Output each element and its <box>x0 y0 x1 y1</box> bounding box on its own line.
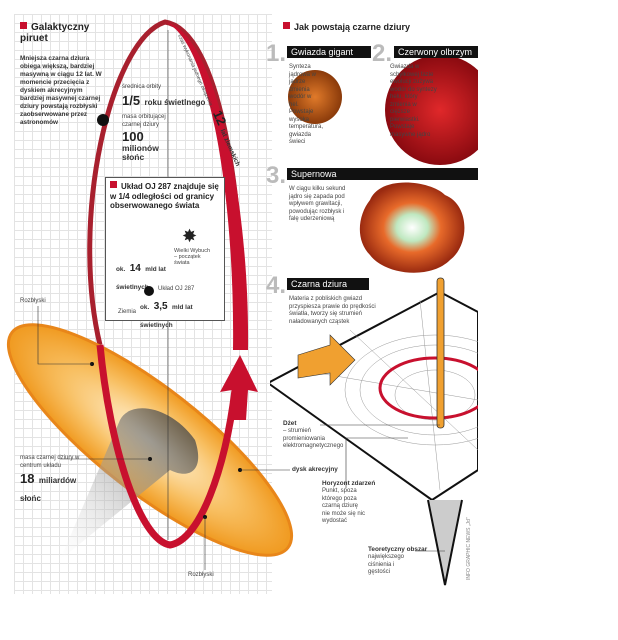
step-1-title: Gwiazda gigant <box>287 46 371 58</box>
credit: INFO GRAPHIC NEWS „Jd" <box>466 517 472 580</box>
dist2-prefix: ok. <box>140 304 150 311</box>
right-title-text: Jak powstają czarne dziury <box>294 22 411 32</box>
red-giant-star <box>385 55 478 165</box>
step-3-title: Supernowa <box>287 168 478 180</box>
orbit-ribbon <box>165 22 249 350</box>
step-2-number: 2. <box>372 40 393 67</box>
oj287-title-text: Układ OJ 287 znajduje się w 1/4 odległoś… <box>110 182 219 210</box>
step-3-text: W ciągu kilku sekund jądro się zapada po… <box>289 186 346 222</box>
orbit-diameter-unit: roku świetlnego <box>144 97 206 107</box>
dist1-value: 14 <box>129 263 141 274</box>
horizon-title: Horyzont zdarzeń <box>322 480 376 487</box>
matter-arrow <box>297 334 356 386</box>
accretion-disk-label: dysk akrecyjny <box>292 466 338 473</box>
orbiting-black-hole <box>97 114 109 126</box>
central-mass: masa czarnej dziury w centrum układu 18 … <box>20 455 90 506</box>
big-bang-icon: ✸ <box>182 226 198 246</box>
step-4-text: Materia z pobliskich gwiazd przyspiesza … <box>289 296 376 325</box>
orbit-arrow <box>220 355 258 420</box>
dist2-unit: mld lat świetlnych <box>140 304 193 329</box>
oj287-label: Układ OJ 287 <box>158 286 195 292</box>
oj287-dot <box>144 286 154 296</box>
giant-star <box>288 70 342 124</box>
left-title: Galaktyczny piruet <box>20 22 110 44</box>
right-title: Jak powstają czarne dziury <box>283 22 410 33</box>
dist2-value: 3,5 <box>153 301 168 312</box>
theory-text: największego ciśnienia i gęstości <box>368 554 405 575</box>
supernova <box>359 182 465 273</box>
orbiting-mass-label: masa orbitującej czarnej dziury <box>122 114 166 128</box>
spacetime-plane <box>270 290 478 502</box>
distance-14: ok. 14 mld lat świetlnych <box>116 258 176 294</box>
big-bang-label: Wielki Wybuch – początek świata <box>174 248 211 266</box>
earth-label: Ziemia <box>118 309 137 315</box>
step-3-number: 3. <box>266 162 287 189</box>
horizon-callout: Horyzont zdarzeń Punkt, spoza którego po… <box>322 480 382 526</box>
left-title-text: Galaktyczny piruet <box>20 22 90 44</box>
theory-callout: Teoretyczny obszar największego ciśnieni… <box>368 546 428 577</box>
central-mass-unit: miliardów słońc <box>20 476 77 503</box>
dist1-prefix: ok. <box>116 266 126 273</box>
jet-callout: Dżet – strumień promieniowania elektroma… <box>283 420 344 451</box>
orbit-bottom <box>96 344 239 549</box>
orbiting-mass-value: 100 <box>122 129 144 144</box>
step-4-title: Czarna dziura <box>287 278 369 290</box>
singularity-funnel <box>427 499 463 586</box>
flares-top-label: Rozbłyski <box>20 298 46 304</box>
jet <box>436 277 445 429</box>
jet-title: Dżet <box>283 420 297 427</box>
orbiting-mass-unit: milionów słońc <box>122 143 159 162</box>
step-1-text: Synteza jądrowa w jądrze zmienia wodór w… <box>289 64 324 145</box>
step-2-text: Gwiazda w schyłkowej fazie ewolucji zuży… <box>390 64 437 138</box>
orbiting-mass: masa orbitującej czarnej dziury 100 mili… <box>122 114 167 162</box>
horizon-text: Punkt, spoza którego poza czarną dziurę … <box>322 488 366 524</box>
distance-3-5: ok. 3,5 mld lat świetlnych <box>140 296 210 332</box>
event-horizon <box>378 356 478 420</box>
intro-text: Mniejsza czarna dziura obiega większą, b… <box>20 55 102 126</box>
central-mass-value: 18 <box>20 471 35 486</box>
jet-text: – strumień promieniowania elektromagnety… <box>283 428 344 449</box>
step-1-number: 1. <box>266 40 287 67</box>
flares-bottom-label: Rozbłyski <box>188 572 214 578</box>
step-2-title: Czerwony olbrzym <box>394 46 478 58</box>
step-4-number: 4. <box>266 272 287 299</box>
orbit-diameter-label: średnica orbity <box>122 84 162 90</box>
theory-title: Teoretyczny obszar <box>368 546 428 553</box>
orbit-diameter: średnica orbity 1/5 roku świetlnego <box>122 84 242 110</box>
dist1-unit: mld lat świetlnych <box>116 266 166 291</box>
oj287-title: Układ OJ 287 znajduje się w 1/4 odległoś… <box>106 178 224 214</box>
oj287-box: Układ OJ 287 znajduje się w 1/4 odległoś… <box>105 177 225 329</box>
central-mass-label: masa czarnej dziury w centrum układu <box>20 455 80 469</box>
orbit-diameter-value: 1/5 <box>122 92 141 108</box>
